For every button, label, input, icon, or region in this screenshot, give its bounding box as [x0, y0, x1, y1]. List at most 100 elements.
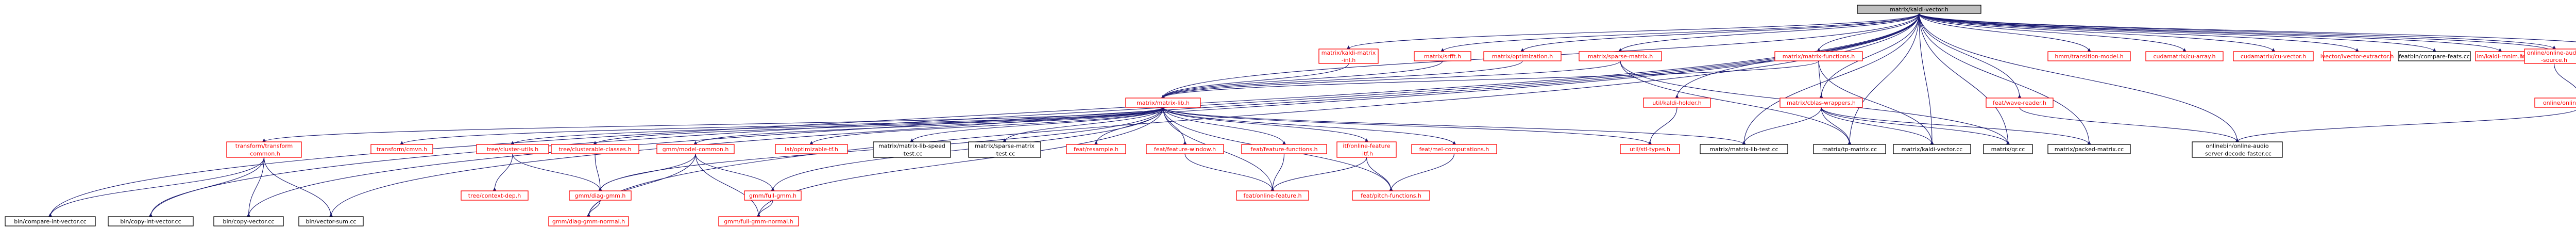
dependency-edge	[148, 157, 265, 217]
node-label: bin/copy-vector.cc	[223, 218, 275, 225]
file-node-itf-online-feature-itf-h[interactable]: itf/online-feature-itf.h	[1336, 141, 1397, 158]
file-node-matrix-sparse-matrix-test-cc[interactable]: matrix/sparse-matrix-test.cc	[968, 141, 1041, 158]
file-node-matrix-qr-cc[interactable]: matrix/qr.cc	[1983, 144, 2033, 154]
dependency-edge	[809, 107, 1164, 145]
node-label: matrix/srfft.h	[1424, 53, 1461, 60]
edge-mlib-to-mlsp	[910, 107, 1164, 142]
file-node-gmm-full-gmm-h[interactable]: gmm/full-gmm.h	[744, 190, 802, 201]
file-node-hmm-transition-model-h[interactable]: hmm/transition-model.h	[2047, 51, 2131, 61]
edge-root-to-wave	[1919, 13, 2022, 99]
node-label: featbin/compare-feats.cc	[2399, 53, 2470, 60]
file-node-transform-transform-common-h[interactable]: transform/transform-common.h	[226, 141, 302, 158]
file-node-gmm-model-common-h[interactable]: gmm/model-common.h	[656, 144, 735, 154]
edge-wave-to-olsrv	[2019, 107, 2240, 142]
file-node-feat-resample-h[interactable]: feat/resample.h	[1066, 144, 1126, 154]
edge-root-to-lmrnn2	[1919, 13, 2555, 52]
file-node-matrix-kaldi-matrix-inl-h[interactable]: matrix/kaldi-matrix-inl.h	[1318, 48, 1379, 64]
file-node-matrix-cblas-wrappers-h[interactable]: matrix/cblas-wrappers.h	[1780, 98, 1863, 108]
file-node-feat-wave-reader-h[interactable]: feat/wave-reader.h	[1986, 98, 2054, 108]
file-node-ivector-ivector-extractor-h[interactable]: ivector/ivector-extractor.h	[2320, 51, 2394, 61]
dependency-edge	[48, 157, 265, 217]
edge-kmx-to-mlib	[1161, 63, 1349, 99]
file-node-util-stl-types-h[interactable]: util/stl-types.h	[1620, 144, 1680, 154]
dependency-edge	[598, 153, 696, 191]
file-node-bin-copy-int-vector-cc[interactable]: bin/copy-int-vector.cc	[108, 216, 194, 226]
file-node-tree-context-dep-h[interactable]: tree/context-dep.h	[461, 190, 529, 201]
edge-mlib-to-gmc	[693, 107, 1164, 145]
file-node-matrix-kaldi-vector-cc[interactable]: matrix/kaldi-vector.cc	[1893, 144, 1971, 154]
node-label: -test.cc	[994, 151, 1015, 157]
dependency-edge	[1389, 153, 1455, 191]
file-node-online-online-audio-source-h[interactable]: online/online-audio-source.h	[2524, 48, 2576, 64]
dependency-edge	[1919, 13, 2010, 145]
file-node-matrix-matrix-lib-test-cc[interactable]: matrix/matrix-lib-test.cc	[1700, 144, 1788, 154]
file-node-featbin-compare-feats-cc[interactable]: featbin/compare-feats.cc	[2398, 51, 2471, 61]
file-node-matrix-tp-matrix-cc[interactable]: matrix/tp-matrix.cc	[1813, 144, 1886, 154]
file-node-matrix-matrix-functions-h[interactable]: matrix/matrix-functions.h	[1774, 51, 1863, 61]
file-node-feat-feature-window-h[interactable]: feat/feature-window.h	[1146, 144, 1224, 154]
node-label: matrix/cblas-wrappers.h	[1787, 100, 1856, 106]
node-label: lat/optimizable-tf.h	[785, 146, 838, 153]
file-node-lm-kaldi-rnnlm-h[interactable]: lm/kaldi-rnnlm.h	[2475, 51, 2525, 61]
edge-tt-to-bincmp	[48, 157, 265, 217]
file-node-matrix-optimization-h[interactable]: matrix/optimization.h	[1483, 51, 1562, 61]
edge-cblas-to-packc	[1821, 107, 2091, 145]
node-label: feat/pitch-functions.h	[1361, 192, 1421, 199]
dependency-edge	[586, 200, 601, 217]
file-node-tree-clusterable-classes-h[interactable]: tree/clusterable-classes.h	[551, 144, 639, 154]
node-box	[2192, 141, 2283, 158]
edge-sparse-to-mlib	[1161, 60, 1621, 99]
edge-root-to-cblas	[1819, 13, 1920, 99]
file-node-bin-vector-sum-cc[interactable]: bin/vector-sum.cc	[298, 216, 364, 226]
file-node-matrix-matrix-lib-h[interactable]: matrix/matrix-lib.h	[1125, 98, 1201, 108]
file-node-matrix-kaldi-vector-h[interactable]: matrix/kaldi-vector.h	[1857, 5, 1981, 14]
dependency-edges	[48, 13, 2576, 217]
file-node-cudamatrix-cu-array-h[interactable]: cudamatrix/cu-array.h	[2145, 51, 2224, 61]
edge-mlib-to-mlt	[1162, 107, 1746, 145]
file-node-lat-optimizable-tf-h[interactable]: lat/optimizable-tf.h	[775, 144, 848, 154]
dependency-edge	[2019, 107, 2240, 142]
file-node-feat-pitch-functions-h[interactable]: feat/pitch-functions.h	[1352, 190, 1430, 201]
file-node-onlinebin-online-audio-server-decode-faster-cc[interactable]: onlinebin/online-audio-server-decode-fas…	[2192, 141, 2283, 158]
file-node-gmm-diag-gmm-h[interactable]: gmm/diag-gmm.h	[569, 190, 632, 201]
node-box	[1857, 5, 1981, 14]
dependency-edge	[1919, 13, 2091, 52]
file-node-matrix-srfft-h[interactable]: matrix/srfft.h	[1414, 51, 1471, 61]
edge-root-to-hmm	[1919, 13, 2091, 52]
file-node-cudamatrix-cu-vector-h[interactable]: cudamatrix/cu-vector.h	[2233, 51, 2314, 61]
file-node-gmm-full-gmm-normal-h[interactable]: gmm/full-gmm-normal.h	[718, 216, 799, 226]
file-node-matrix-sparse-matrix-h[interactable]: matrix/sparse-matrix.h	[1579, 51, 1662, 61]
node-box	[1336, 141, 1397, 158]
node-label: -source.h	[2541, 57, 2567, 63]
dependency-edge	[910, 107, 1164, 142]
node-box	[569, 190, 632, 201]
edge-mlib-to-olfeat	[1162, 107, 1369, 142]
file-node-matrix-packed-matrix-cc[interactable]: matrix/packed-matrix.cc	[2047, 144, 2131, 154]
node-box	[2145, 51, 2224, 61]
file-node-feat-mel-computations-h[interactable]: feat/mel-computations.h	[1411, 144, 1497, 154]
file-node-bin-copy-vector-cc[interactable]: bin/copy-vector.cc	[213, 216, 284, 226]
file-node-bin-compare-int-vector-cc[interactable]: bin/compare-int-vector.cc	[5, 216, 96, 226]
edge-root-to-olsrv	[1919, 13, 2240, 142]
node-label: -test.cc	[902, 151, 923, 157]
file-node-feat-online-feature-h[interactable]: feat/online-feature.h	[1236, 190, 1309, 201]
file-node-feat-feature-functions-h[interactable]: feat/feature-functions.h	[1241, 144, 1327, 154]
node-box	[2047, 51, 2131, 61]
node-box	[1983, 144, 2033, 154]
node-label: util/kaldi-holder.h	[1652, 100, 1702, 106]
edge-mlib-to-stltypes	[1162, 107, 1652, 145]
edge-mlib-to-fgmmn	[756, 107, 1164, 217]
file-node-online-online-tcp-source-h[interactable]: online/online-tcp-source.h	[2534, 98, 2576, 108]
node-label: online/online-audio	[2527, 50, 2576, 56]
node-label: -inl.h	[1342, 57, 1356, 63]
file-node-util-kaldi-holder-h[interactable]: util/kaldi-holder.h	[1643, 98, 1711, 108]
file-node-matrix-matrix-lib-speed-test-cc[interactable]: matrix/matrix-lib-speed-test.cc	[873, 141, 951, 158]
node-box	[298, 216, 364, 226]
file-node-tree-cluster-utils-h[interactable]: tree/cluster-utils.h	[476, 144, 549, 154]
file-node-transform-cmvn-h[interactable]: transform/cmvn.h	[370, 144, 433, 154]
file-node-gmm-diag-gmm-normal-h[interactable]: gmm/diag-gmm-normal.h	[548, 216, 629, 226]
edge-treeclu-to-tcextract	[493, 153, 513, 191]
node-label: -common.h	[248, 151, 280, 157]
node-label: matrix/qr.cc	[1991, 146, 2025, 153]
